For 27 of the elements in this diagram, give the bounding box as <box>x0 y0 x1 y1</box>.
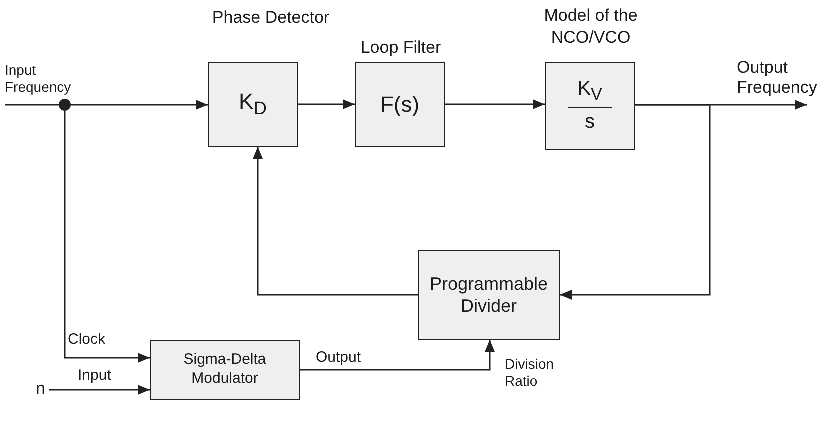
block-label: Sigma-Delta Modulator <box>182 351 268 389</box>
arrow <box>49 385 150 395</box>
arrow <box>253 147 418 296</box>
arrow <box>560 104 711 300</box>
signal-label: n <box>36 379 49 400</box>
denominator: s <box>585 110 595 136</box>
arrow <box>445 100 545 110</box>
edge-label: Clock <box>68 332 106 347</box>
signal-label: Output Frequency <box>737 58 817 99</box>
signal-label: Input Frequency <box>5 62 72 96</box>
block-label: F(s) <box>380 90 420 118</box>
block-title: Model of the NCO/VCO <box>543 5 639 49</box>
edge-label: Input <box>78 368 112 383</box>
arrow <box>298 100 355 110</box>
block-title: Loop Filter <box>360 37 442 59</box>
arrow <box>71 100 208 110</box>
arrow <box>300 340 495 371</box>
signal-label: Division Ratio <box>505 356 556 390</box>
block <box>418 250 560 340</box>
arrow <box>64 111 150 363</box>
numerator: K$_{V}$ <box>578 76 602 106</box>
edge-label: Output <box>316 350 362 365</box>
block <box>150 340 300 400</box>
junction-dot <box>59 99 71 111</box>
block-title: Phase Detector <box>211 7 331 29</box>
block-label: Programmable Divider <box>428 272 550 318</box>
block-label: K$_{D}$ <box>239 88 267 121</box>
